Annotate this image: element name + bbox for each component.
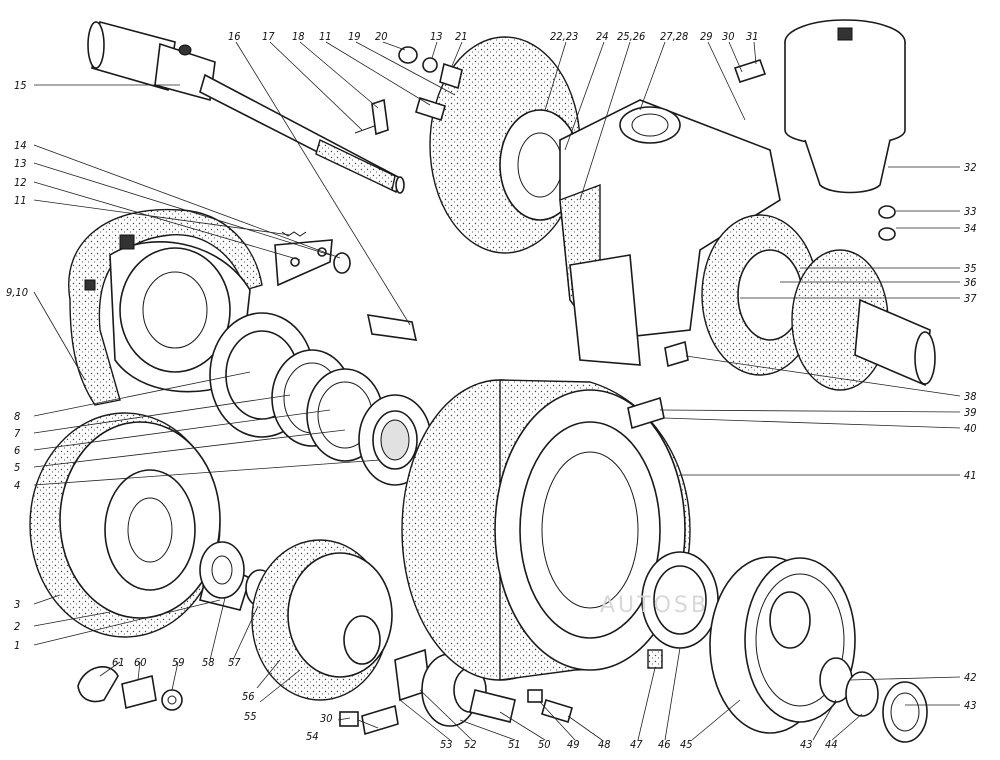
cotter-and-pin-part <box>354 98 389 136</box>
output-bearing-part <box>641 551 719 649</box>
callout-9-10: 9,10 <box>6 286 28 299</box>
callout-24: 24 <box>596 30 609 43</box>
callout-8: 8 <box>14 410 20 423</box>
callout-43-bottom: 43 <box>800 738 813 751</box>
callout-36: 36 <box>964 276 977 289</box>
callout-14: 14 <box>14 139 27 152</box>
callout-4: 4 <box>14 479 20 492</box>
callout-54: 54 <box>306 730 319 743</box>
callout-57: 57 <box>228 656 241 669</box>
callout-53: 53 <box>440 738 453 751</box>
front-flange-disc-part <box>29 412 251 638</box>
callout-1: 1 <box>14 639 20 652</box>
brake-drum-part <box>401 379 691 681</box>
callout-49: 49 <box>567 738 580 751</box>
callout-32: 32 <box>964 161 977 174</box>
callout-46: 46 <box>658 738 671 751</box>
callout-12: 12 <box>14 176 27 189</box>
grease-fitting-part <box>647 649 663 669</box>
callout-40: 40 <box>964 422 977 435</box>
drive-shaft-part <box>87 21 405 194</box>
callout-43-right: 43 <box>964 699 977 712</box>
callout-27-28: 27,28 <box>660 30 688 43</box>
spring-and-cam-plate-part <box>274 231 351 287</box>
callout-31: 31 <box>746 30 759 43</box>
callout-56: 56 <box>242 690 255 703</box>
callout-13: 13 <box>14 157 27 170</box>
callout-58: 58 <box>202 656 215 669</box>
small-bolt-part <box>733 59 767 83</box>
callout-44: 44 <box>825 738 838 751</box>
callout-39: 39 <box>964 406 977 419</box>
callout-17: 17 <box>262 30 275 43</box>
output-flange-shaft-part <box>701 214 936 391</box>
callout-7: 7 <box>14 427 21 440</box>
callout-60: 60 <box>134 656 147 669</box>
clutch-housing-part <box>68 208 263 406</box>
callout-20: 20 <box>375 30 388 43</box>
callout-18: 18 <box>292 30 305 43</box>
callout-51: 51 <box>508 738 521 751</box>
leader-lines <box>33 41 961 741</box>
callout-52: 52 <box>464 738 477 751</box>
callout-50: 50 <box>538 738 551 751</box>
callout-16: 16 <box>228 30 241 43</box>
snap-ring-set-part <box>819 657 928 743</box>
callout-22-23: 22,23 <box>550 30 578 43</box>
callout-38: 38 <box>964 390 977 403</box>
callout-25-26: 25,26 <box>617 30 645 43</box>
flange-plate-part <box>429 36 581 254</box>
callout-47: 47 <box>630 738 643 751</box>
callout-61: 61 <box>112 656 125 669</box>
watermark: AUTOSB <box>600 593 709 618</box>
callout-3: 3 <box>14 598 20 611</box>
callout-13-top: 13 <box>430 30 443 43</box>
callout-41: 41 <box>964 469 977 482</box>
callout-5: 5 <box>14 461 20 474</box>
callout-11-top: 11 <box>319 30 332 43</box>
callout-labels: 15 14 13 12 11 9,10 8 7 6 5 4 3 2 1 16 1… <box>6 30 977 751</box>
callout-30-top: 30 <box>722 30 735 43</box>
callout-15: 15 <box>14 79 27 92</box>
inset-bolt-part <box>366 314 418 341</box>
callout-6: 6 <box>14 444 20 457</box>
callout-19: 19 <box>348 30 361 43</box>
callout-30-bottom: 30 <box>320 712 333 725</box>
callout-48: 48 <box>598 738 611 751</box>
bolt-set-part <box>339 689 573 736</box>
callout-37: 37 <box>964 292 977 305</box>
callout-11: 11 <box>14 194 27 207</box>
planet-pin-part <box>394 648 516 727</box>
tab-washer-and-nut-part <box>77 666 183 711</box>
callout-42: 42 <box>964 671 977 684</box>
callout-21: 21 <box>455 30 468 43</box>
callout-33: 33 <box>964 205 977 218</box>
callout-45: 45 <box>680 738 693 751</box>
callout-35: 35 <box>964 262 977 275</box>
callout-34: 34 <box>964 222 977 235</box>
filter-canister-part <box>784 19 906 194</box>
seal-and-bearing-stack-part <box>209 312 432 486</box>
nut-washer-stud-part <box>398 46 463 122</box>
callout-55: 55 <box>244 710 257 723</box>
callout-2: 2 <box>14 620 20 633</box>
callout-59: 59 <box>172 656 185 669</box>
callout-29: 29 <box>700 30 713 43</box>
hub-flange-part <box>251 539 393 701</box>
washer-pair-part <box>878 205 896 241</box>
gearbox-housing-part <box>559 99 781 366</box>
side-bolt-set-part <box>627 340 689 430</box>
